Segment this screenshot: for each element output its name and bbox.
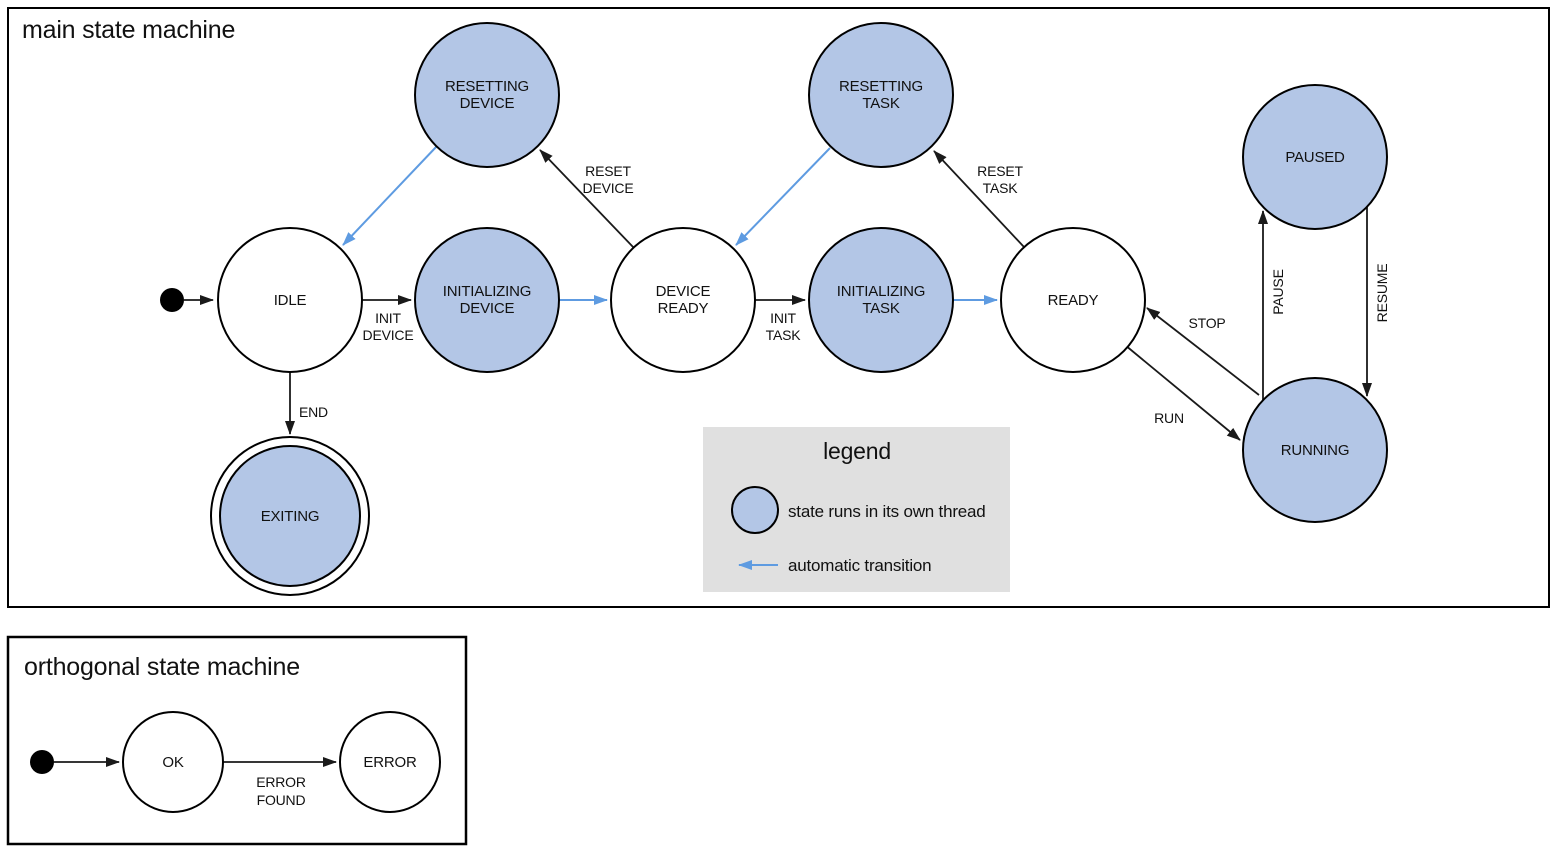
- state-resetting-task-label-line1: RESETTING: [839, 78, 923, 95]
- state-initializing-device-label-line1: INITIALIZING: [443, 283, 531, 300]
- orthogonal-initial-state-dot: [30, 750, 54, 774]
- state-device-ready: [610, 227, 756, 373]
- transition-resume-label: RESUME: [1374, 264, 1390, 323]
- state-ok-label: OK: [162, 754, 183, 771]
- state-resetting-task: [808, 22, 954, 168]
- transition-reset-task: [933, 150, 1025, 248]
- legend-title: legend: [823, 438, 891, 464]
- orthogonal-panel-border: [6, 635, 468, 846]
- state-idle-label: IDLE: [274, 292, 307, 309]
- state-resetting-device: [414, 22, 560, 168]
- transition-stop-label: STOP: [1188, 315, 1225, 331]
- state-paused: [1242, 84, 1388, 230]
- initial-state-dot: [160, 288, 184, 312]
- state-error: [339, 711, 441, 813]
- transition-init-task-label-line1: INIT: [770, 310, 796, 326]
- state-exiting: [219, 445, 361, 587]
- auto-transition-resetting-task-to-device-ready: [735, 147, 831, 246]
- state-idle: [217, 227, 363, 373]
- transition-error-found-label-line1: ERROR: [256, 774, 306, 790]
- state-initializing-task: [808, 227, 954, 373]
- transition-stop: [1146, 307, 1260, 396]
- transition-init-device-label-line1: INIT: [375, 310, 401, 326]
- state-resetting-device-label-line2: DEVICE: [460, 95, 515, 112]
- state-running: [1242, 377, 1388, 523]
- state-resetting-task-label-line2: TASK: [862, 95, 899, 112]
- state-initializing-task-label-line1: INITIALIZING: [837, 283, 925, 300]
- state-ok: [122, 711, 224, 813]
- transition-reset-device: [539, 149, 635, 249]
- state-resetting-device-label-line1: RESETTING: [445, 78, 529, 95]
- transition-pause-label: PAUSE: [1270, 269, 1286, 314]
- transition-reset-task-label-line1: RESET: [977, 163, 1023, 179]
- legend-threaded-state-icon: [731, 486, 779, 534]
- state-initializing-device-label-line2: DEVICE: [460, 300, 515, 317]
- transition-init-task-label-line2: TASK: [766, 327, 802, 343]
- state-exiting-label: EXITING: [261, 508, 320, 525]
- state-paused-label: PAUSED: [1285, 149, 1345, 166]
- state-device-ready-label-line1: DEVICE: [656, 283, 711, 300]
- state-ready-label: READY: [1048, 292, 1099, 309]
- transition-reset-device-label-line1: RESET: [585, 163, 631, 179]
- state-initializing-device: [414, 227, 560, 373]
- main-panel-border: [7, 7, 1550, 608]
- transition-run: [1124, 344, 1241, 441]
- legend-threaded-state-label: state runs in its own thread: [788, 502, 986, 521]
- legend-automatic-transition-label: automatic transition: [788, 556, 931, 575]
- transition-end-label: END: [299, 404, 328, 420]
- state-initializing-task-label-line2: TASK: [862, 300, 899, 317]
- state-error-label: ERROR: [363, 754, 417, 771]
- transition-run-label: RUN: [1154, 410, 1184, 426]
- state-ready: [1000, 227, 1146, 373]
- transition-reset-device-label-line2: DEVICE: [583, 180, 634, 196]
- transition-init-device-label-line2: DEVICE: [363, 327, 414, 343]
- auto-transition-resetting-device-to-idle: [342, 145, 438, 246]
- orthogonal-panel-title: orthogonal state machine: [24, 653, 300, 681]
- state-running-label: RUNNING: [1281, 442, 1350, 459]
- state-device-ready-label-line2: READY: [658, 300, 709, 317]
- main-panel-title: main state machine: [22, 16, 235, 44]
- transition-error-found-label-line2: FOUND: [257, 792, 306, 808]
- transition-reset-task-label-line2: TASK: [983, 180, 1019, 196]
